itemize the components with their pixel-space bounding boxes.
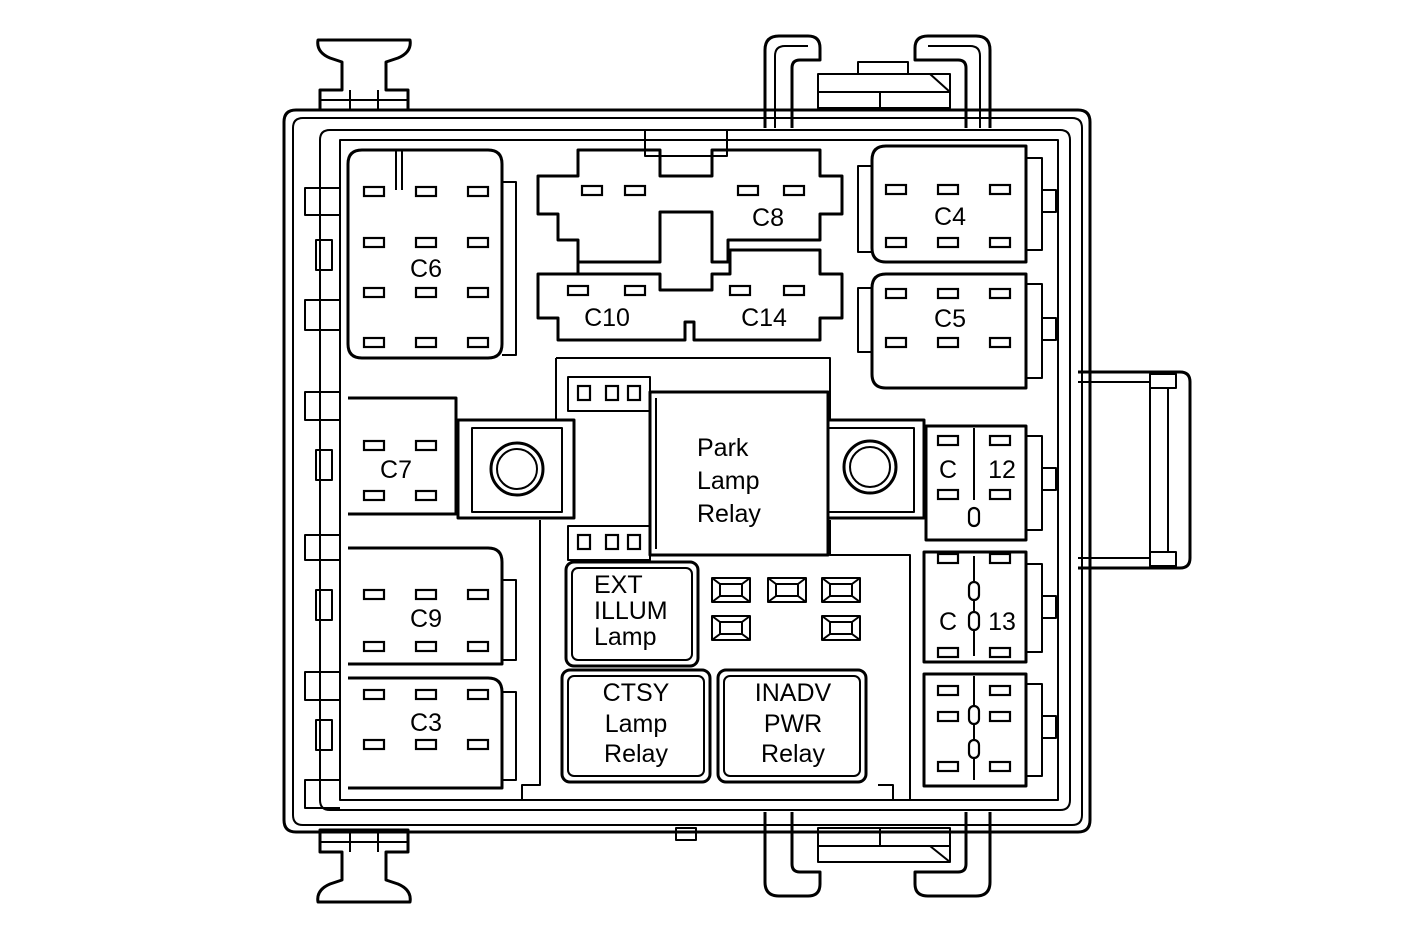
left-side-tabs bbox=[304, 187, 340, 809]
ctsy-relay-line3: Relay bbox=[604, 740, 668, 768]
c12-number: 12 bbox=[988, 456, 1016, 484]
c8-label: C8 bbox=[752, 204, 784, 232]
top-latch bbox=[763, 34, 992, 128]
c6-label: C6 bbox=[410, 255, 442, 283]
c14-label: C14 bbox=[741, 304, 787, 332]
connector-c10-c14: C10 C14 bbox=[536, 248, 844, 342]
connector-c8: C8 bbox=[536, 129, 844, 264]
bottom-latch bbox=[675, 812, 992, 898]
connector-unlabeled bbox=[922, 672, 1057, 788]
c13-prefix: C bbox=[939, 608, 957, 636]
c13-number: 13 bbox=[988, 608, 1016, 636]
connector-c4: C4 bbox=[857, 144, 1057, 264]
park-relay-line2: Lamp bbox=[697, 467, 760, 495]
connector-c12: C 12 bbox=[924, 424, 1057, 542]
ctsy-relay-line2: Lamp bbox=[605, 710, 668, 738]
inadv-relay-line3: Relay bbox=[761, 740, 825, 768]
right-side-clip bbox=[1078, 370, 1192, 570]
connector-c6: C6 bbox=[346, 148, 517, 360]
left-stud bbox=[456, 418, 576, 520]
connector-c3: C3 bbox=[348, 676, 517, 790]
c3-label: C3 bbox=[410, 709, 442, 737]
right-stud bbox=[826, 418, 926, 520]
connector-c7: C7 bbox=[348, 396, 458, 516]
park-lamp-relay: Park Lamp Relay bbox=[648, 390, 830, 557]
c7-label: C7 bbox=[380, 456, 412, 484]
park-relay-line3: Relay bbox=[697, 500, 761, 528]
ext-relay-line3: Lamp bbox=[594, 623, 657, 651]
ctsy-relay-line1: CTSY bbox=[603, 679, 670, 707]
c4-label: C4 bbox=[934, 203, 966, 231]
c5-label: C5 bbox=[934, 305, 966, 333]
ext-relay-line1: EXT bbox=[594, 571, 643, 599]
connector-c5: C5 bbox=[857, 272, 1057, 390]
c12-prefix: C bbox=[939, 456, 957, 484]
top-left-mount-tab bbox=[316, 38, 412, 112]
ctsy-lamp-relay: CTSY Lamp Relay bbox=[560, 668, 712, 784]
inadv-pwr-relay: INADV PWR Relay bbox=[716, 668, 868, 784]
housing bbox=[282, 108, 1092, 834]
inadv-relay-line2: PWR bbox=[764, 710, 822, 738]
inadv-relay-line1: INADV bbox=[755, 679, 832, 707]
park-relay-line1: Park bbox=[697, 434, 749, 462]
ext-relay-line2: ILLUM bbox=[594, 597, 668, 625]
center-frame bbox=[521, 357, 911, 801]
c10-label: C10 bbox=[584, 304, 630, 332]
c9-label: C9 bbox=[410, 605, 442, 633]
connector-c9: C9 bbox=[348, 546, 517, 666]
bottom-left-mount-tab bbox=[316, 828, 412, 904]
ext-illum-lamp-relay: EXT ILLUM Lamp bbox=[564, 560, 700, 668]
connector-c13: C 13 bbox=[922, 550, 1057, 664]
fuse-cavities bbox=[711, 577, 861, 641]
